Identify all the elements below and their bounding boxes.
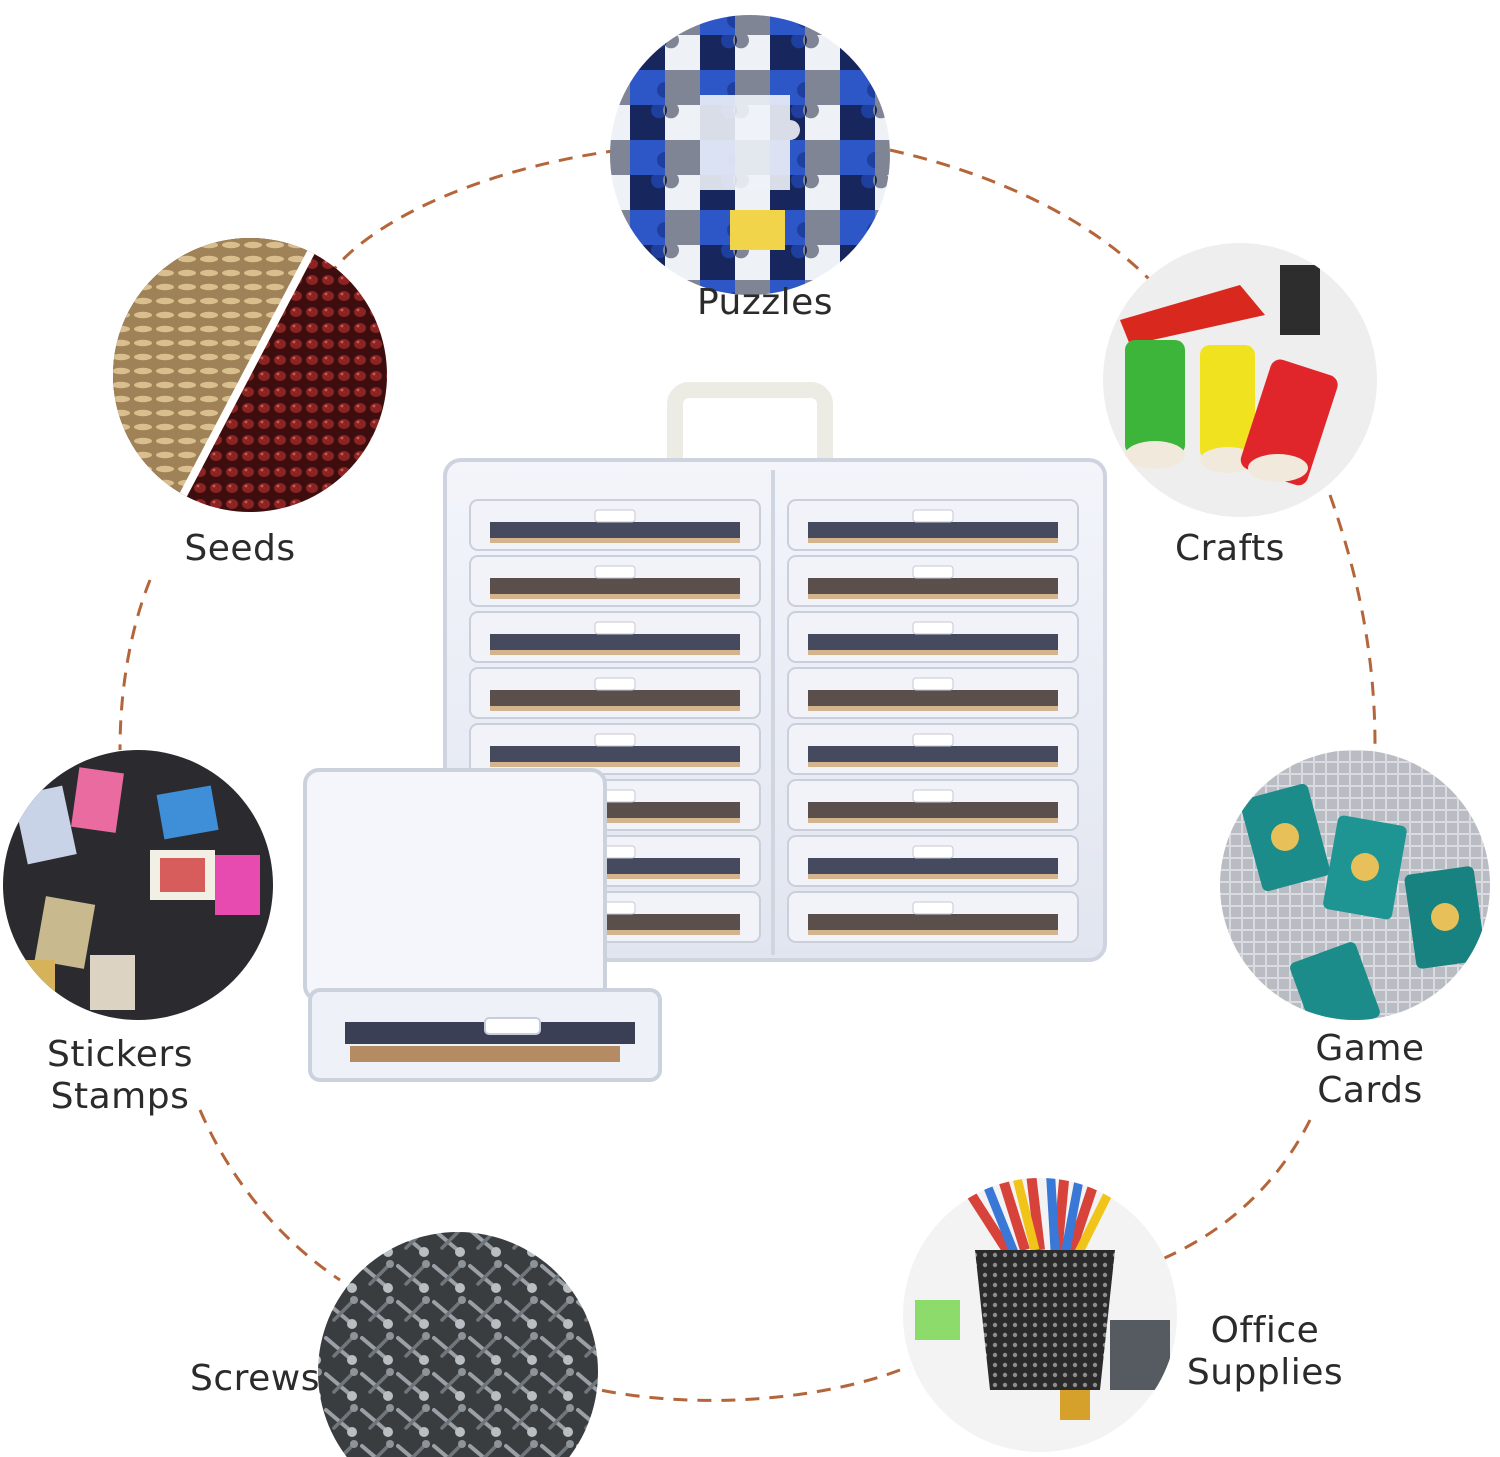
label-puzzles: Puzzles [696,282,834,323]
inner-box-latch [912,733,954,747]
inner-photo [490,690,740,708]
inner-photo [808,914,1058,932]
inner-box-latch [594,677,636,691]
inner-box-latch [594,509,636,523]
inner-box-latch [912,845,954,859]
label-seeds: Seeds [184,528,296,569]
label-stickers-stamps: Stickers Stamps [46,1034,194,1117]
inner-box-latch [912,901,954,915]
inner-photo-edge [808,650,1058,655]
inner-photo-edge [490,762,740,767]
stickers-stamps-photo [3,750,273,1020]
inner-photo [490,634,740,652]
inner-photo-edge [490,538,740,543]
inner-box-latch [594,565,636,579]
crafts-photo [1103,243,1377,517]
inner-photo [808,746,1058,764]
inner-photo-edge [808,594,1058,599]
label-screws: Screws [189,1358,320,1399]
inner-photo [808,522,1058,540]
inner-photo [490,578,740,596]
inner-box-latch [594,733,636,747]
inner-photo [490,522,740,540]
inner-photo-edge [490,930,740,935]
inner-photo-edge [808,762,1058,767]
inner-photo-edge [490,594,740,599]
inner-photo-edge [490,874,740,879]
inner-box-latch [912,565,954,579]
inner-photo-edge [808,930,1058,935]
inner-photo-edge [808,818,1058,823]
inner-photo [490,746,740,764]
label-game-cards: Game Cards [1315,1028,1425,1111]
inner-box-latch [912,789,954,803]
inner-photo-edge [808,874,1058,879]
inner-photo-edge [490,650,740,655]
office-supplies-photo [903,1178,1177,1452]
screws-photo [318,1232,598,1457]
inner-photo [808,634,1058,652]
inner-photo-edge [808,538,1058,543]
inner-photo [808,690,1058,708]
dashed-ring [118,148,1377,1402]
inner-photo [808,858,1058,876]
inner-box-latch [912,621,954,635]
inner-photo-edge [490,706,740,711]
inner-photo [808,578,1058,596]
inner-photo [808,802,1058,820]
label-office-supplies: Office Supplies [1186,1310,1344,1393]
loose-photo-box [303,768,662,1082]
seeds-photo [113,238,387,512]
inner-photo-edge [808,706,1058,711]
inner-photo-edge [490,818,740,823]
inner-box-latch [594,621,636,635]
inner-box-latch [912,509,954,523]
puzzles-photo [610,15,890,295]
game-cards-photo [1220,750,1490,1020]
inner-box-latch [912,677,954,691]
label-crafts: Crafts [1175,528,1285,569]
